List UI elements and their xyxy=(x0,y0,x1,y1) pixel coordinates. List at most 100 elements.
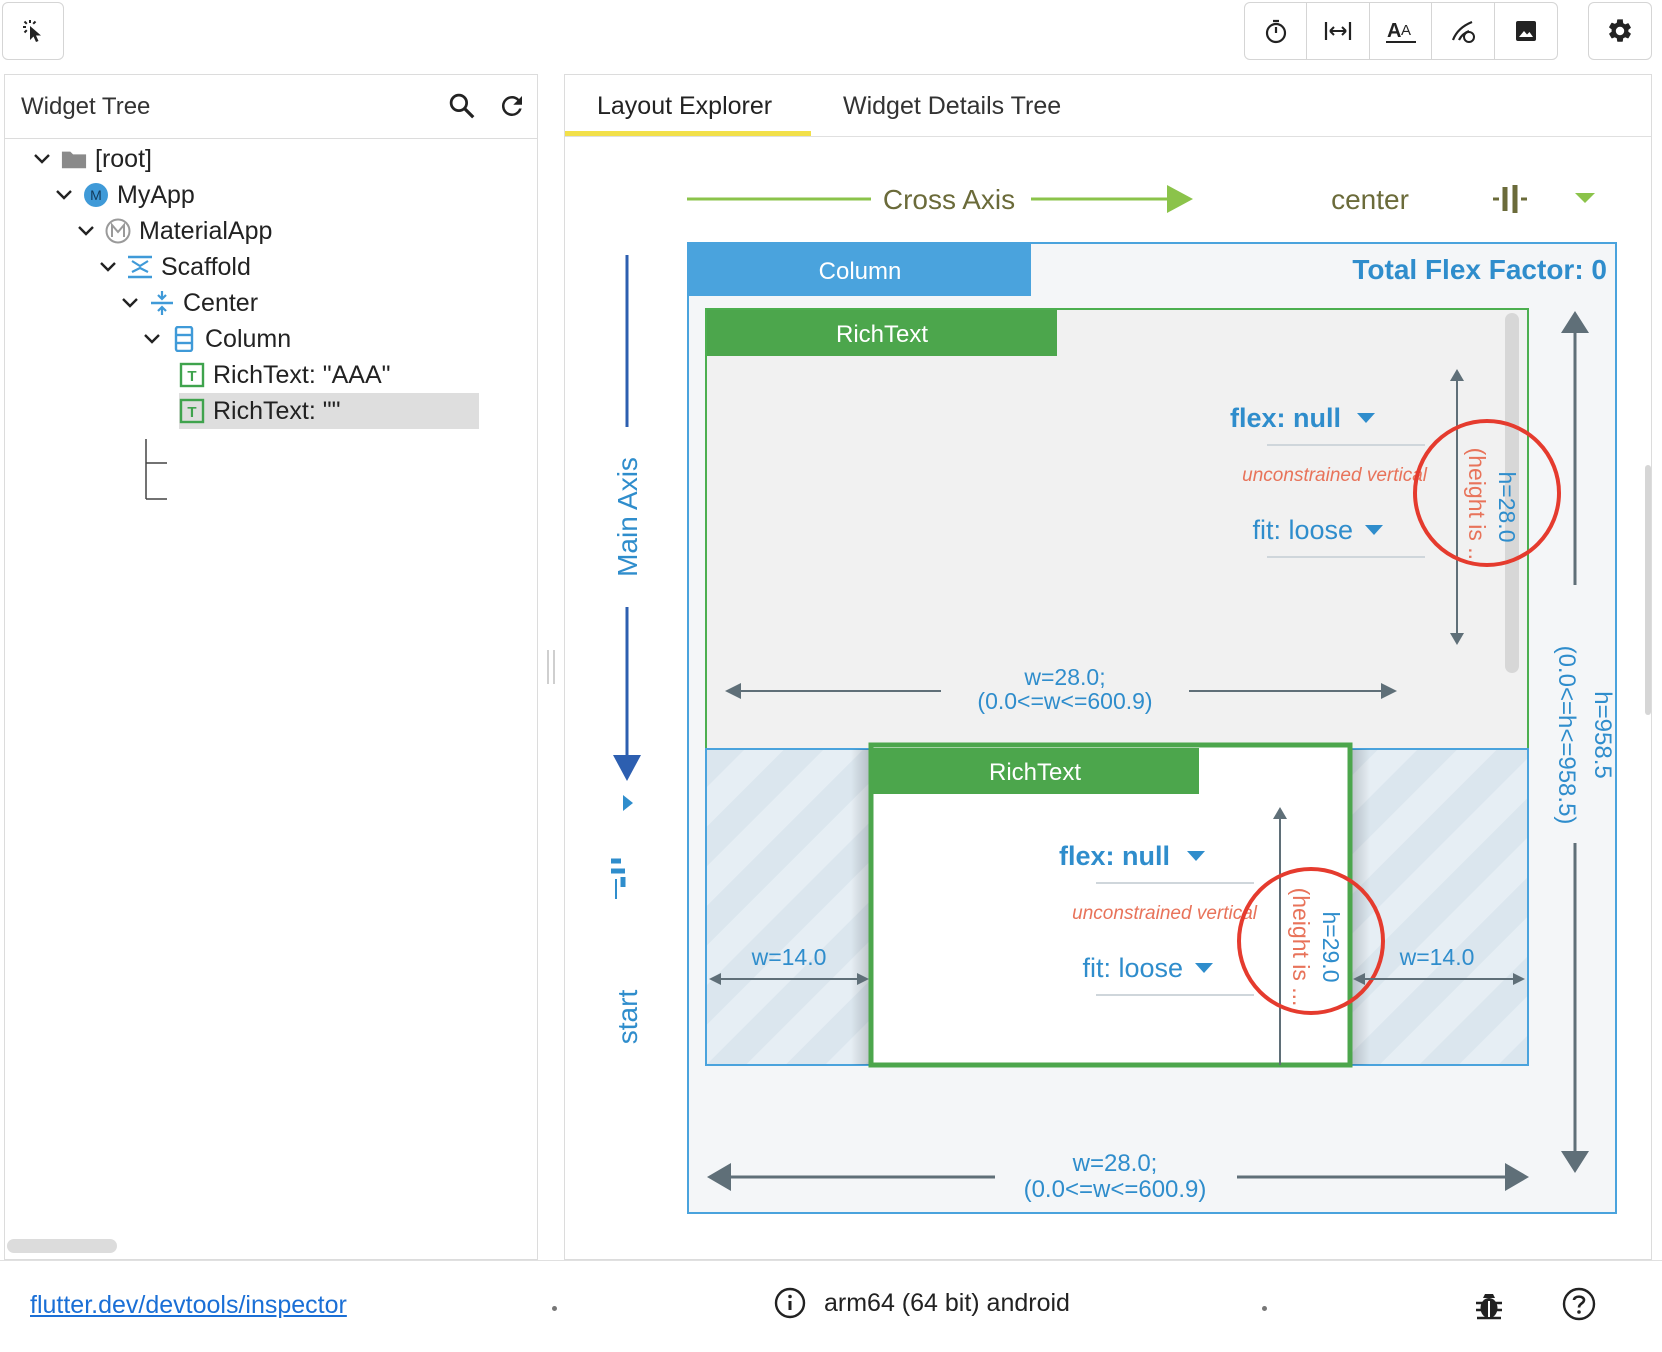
search-icon xyxy=(449,93,475,119)
main-axis-arrowhead xyxy=(613,755,641,781)
tree-node-label: Center xyxy=(183,288,259,317)
main-axis-value[interactable]: start xyxy=(612,990,643,1045)
report-issue-button[interactable] xyxy=(1474,1289,1504,1326)
child2-left-space-arrow-right xyxy=(857,973,869,985)
repaint-rainbow-button[interactable] xyxy=(1432,3,1495,59)
device-info: arm64 (64 bit) android xyxy=(774,1287,1070,1319)
tree-node-richtext-empty[interactable]: T RichText: "" xyxy=(179,393,479,429)
column-label-bar xyxy=(689,244,1031,296)
chevron-down-icon[interactable] xyxy=(1187,851,1205,861)
panel-splitter-handle[interactable] xyxy=(546,650,556,684)
child1-fit-value[interactable]: fit: loose xyxy=(1252,515,1353,545)
child2-fit-value[interactable]: fit: loose xyxy=(1082,953,1183,983)
svg-text:T: T xyxy=(187,368,196,385)
outer-width-arrow-right xyxy=(1505,1163,1529,1191)
cross-axis-value[interactable]: center xyxy=(1331,184,1409,215)
column-label: Column xyxy=(819,258,902,285)
child2-label: RichText xyxy=(989,759,1081,786)
tree-node-label: RichText: "AAA" xyxy=(213,360,391,389)
child1-label-bar xyxy=(707,310,1057,356)
device-label: arm64 (64 bit) android xyxy=(824,1288,1070,1317)
slow-animations-button[interactable] xyxy=(1245,3,1308,59)
horizontal-arrows-icon xyxy=(1325,22,1352,40)
cross-axis-label: Cross Axis xyxy=(883,184,1015,215)
bug-icon xyxy=(1476,1294,1502,1320)
horizontal-scrollbar[interactable] xyxy=(7,1239,117,1253)
chevron-down-icon[interactable] xyxy=(141,333,163,345)
chevron-down-icon[interactable] xyxy=(1195,963,1213,973)
tree-node-center[interactable]: Center xyxy=(119,285,258,321)
scaffold-icon xyxy=(127,254,153,280)
child2-flex-value[interactable]: flex: null xyxy=(1059,841,1170,871)
tree-node-column[interactable]: Column xyxy=(141,321,291,357)
child1-width-arrow-right xyxy=(1381,683,1397,699)
tree-node-root[interactable]: [root] xyxy=(31,141,152,177)
chevron-down-icon[interactable] xyxy=(1365,525,1383,535)
widget-tree-panel: Widget Tree [root] xyxy=(4,74,538,1260)
search-button[interactable] xyxy=(447,91,477,126)
outer-height-constraint: (0.0<=h<=958.5) xyxy=(1553,646,1580,825)
child1-height-arrow-top xyxy=(1450,369,1464,381)
tree-node-richtext-aaa[interactable]: T RichText: "AAA" xyxy=(179,357,391,393)
tree-node-myapp[interactable]: M MyApp xyxy=(53,177,195,213)
chevron-down-icon[interactable] xyxy=(31,153,53,165)
column-icon xyxy=(171,326,197,352)
debug-paint-button[interactable] xyxy=(1307,3,1370,59)
separator-dot xyxy=(552,1306,557,1311)
chevron-down-icon[interactable] xyxy=(97,261,119,273)
child1-scrollbar[interactable] xyxy=(1505,313,1519,673)
separator-dot xyxy=(1262,1306,1267,1311)
timer-icon xyxy=(1265,19,1286,44)
invert-oversized-images-button[interactable] xyxy=(1495,3,1557,59)
child1-warning: unconstrained vertical xyxy=(1242,465,1428,486)
tree-node-label: Scaffold xyxy=(161,252,251,281)
main-axis-dropdown-arrow-icon[interactable] xyxy=(623,795,633,811)
main-axis-alignment-icon xyxy=(611,858,626,899)
m-circle-icon: M xyxy=(83,182,109,208)
child1-flex-value[interactable]: flex: null xyxy=(1230,403,1341,433)
outer-width-arrow-left xyxy=(707,1163,731,1191)
tree-node-label: RichText: "" xyxy=(213,396,341,425)
tree-node-label: [root] xyxy=(95,144,152,173)
details-tabs: Layout Explorer Widget Details Tree xyxy=(565,75,1651,137)
chevron-down-icon[interactable] xyxy=(75,225,97,237)
text-baselines-button[interactable]: A A xyxy=(1370,3,1433,59)
child1-width-value: w=28.0; xyxy=(1023,664,1105,690)
docs-link[interactable]: flutter.dev/devtools/inspector xyxy=(30,1291,347,1319)
child2-shadow-left xyxy=(851,749,871,1065)
tree-node-label: Column xyxy=(205,324,292,353)
svg-text:M: M xyxy=(90,187,102,203)
layout-explorer-canvas: Cross Axis center Main Axis xyxy=(611,184,1617,1214)
chevron-down-icon[interactable] xyxy=(53,189,75,201)
outer-height-value: h=958.5 xyxy=(1589,691,1616,778)
child2-right-width: w=14.0 xyxy=(1399,944,1475,970)
vertical-scrollbar[interactable] xyxy=(1645,465,1651,715)
tab-widget-details-tree[interactable]: Widget Details Tree xyxy=(843,91,1062,120)
cross-axis-arrowhead xyxy=(1167,185,1193,213)
repaint-icon xyxy=(1451,20,1475,43)
cross-axis-dropdown-arrow-icon[interactable] xyxy=(1575,193,1595,203)
layout-explorer: Cross Axis center Main Axis xyxy=(565,137,1651,1259)
child2-box[interactable] xyxy=(868,742,1353,1068)
child2-shadow-right xyxy=(1350,749,1370,1065)
chevron-down-icon[interactable] xyxy=(119,297,141,309)
help-button[interactable] xyxy=(1562,1287,1596,1326)
settings-button[interactable] xyxy=(1588,2,1652,60)
child1-box[interactable] xyxy=(705,308,1529,750)
svg-text:A: A xyxy=(1401,22,1411,39)
tab-layout-explorer[interactable]: Layout Explorer xyxy=(597,91,773,120)
tree-node-scaffold[interactable]: Scaffold xyxy=(97,249,251,285)
outer-height-arrow-bottom xyxy=(1561,1151,1589,1173)
tree-node-materialapp[interactable]: MaterialApp xyxy=(75,213,272,249)
child1-height-value: h=28.0 xyxy=(1494,472,1520,543)
center-icon xyxy=(149,290,175,316)
gear-icon xyxy=(1609,19,1631,42)
child1-width-constraint: (0.0<=w<=600.9) xyxy=(977,688,1152,714)
chevron-down-icon[interactable] xyxy=(1357,413,1375,423)
widget-tree-title: Widget Tree xyxy=(21,92,151,120)
material-app-icon xyxy=(105,218,131,244)
svg-text:A: A xyxy=(1387,20,1401,42)
select-widget-mode-button[interactable] xyxy=(2,2,64,60)
child1-height-note: (height is ... xyxy=(1464,448,1490,567)
